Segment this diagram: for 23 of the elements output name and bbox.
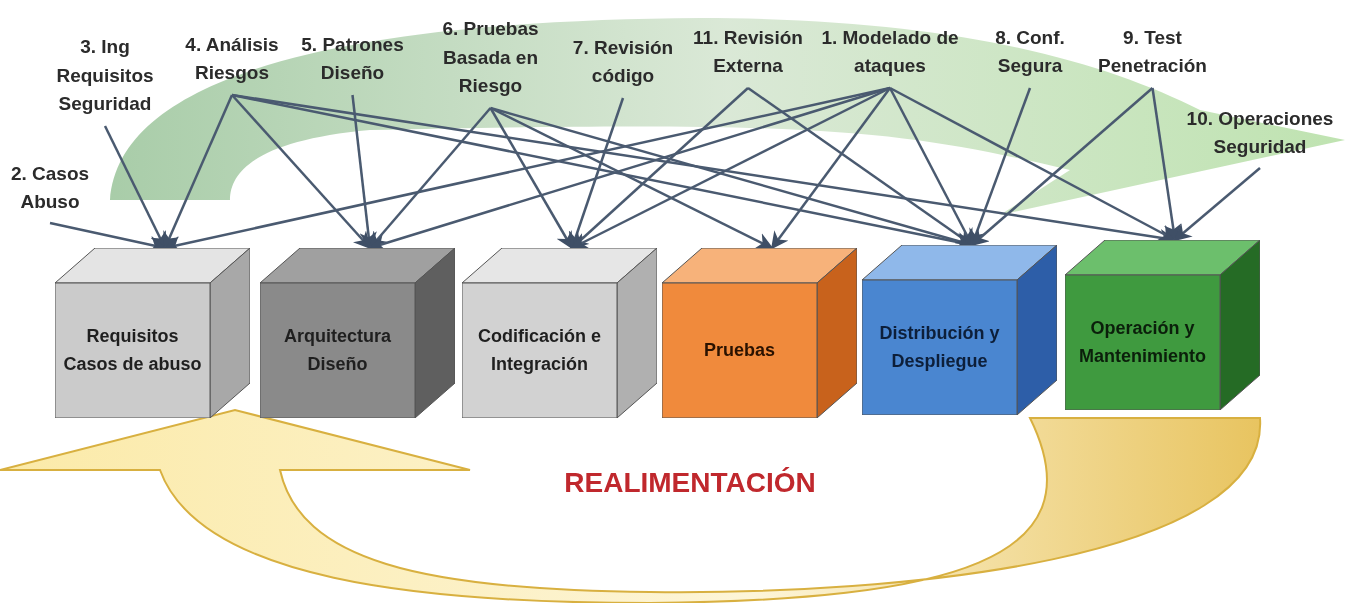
practice-label: 9. Test Penetración bbox=[1097, 25, 1208, 78]
feedback-label: REALIMENTACIÓN bbox=[564, 466, 816, 500]
arrow bbox=[231, 94, 372, 250]
practice-label: 2. Casos Abuso bbox=[9, 161, 91, 214]
practice-label: 4. Análisis Riesgos bbox=[184, 32, 280, 85]
stage-label: Operación y Mantenimiento bbox=[1078, 316, 1207, 368]
practice-label: 11. Revisión Externa bbox=[692, 25, 804, 78]
practice-label: 1. Modelado de ataques bbox=[820, 25, 960, 78]
practice-label: 10. Operaciones Seguridad bbox=[1185, 106, 1335, 159]
stage-label: Distribución y Despliegue bbox=[878, 321, 1001, 373]
arrow bbox=[1173, 167, 1261, 242]
practice-label: 6. Pruebas Basada en Riesgo bbox=[441, 17, 540, 99]
practice-label: 5. Patrones Diseño bbox=[300, 32, 405, 85]
stage-label: Pruebas bbox=[702, 338, 776, 362]
arrow bbox=[770, 87, 891, 250]
arrow bbox=[489, 107, 574, 250]
stage-label: Arquitectura Diseño bbox=[283, 324, 392, 376]
stage-label: Codificación e Integración bbox=[477, 324, 602, 376]
practice-label: 7. Revisión código bbox=[571, 35, 675, 88]
practice-label: 3. Ing Requisitos Seguridad bbox=[55, 35, 155, 117]
stage-label: Requisitos Casos de abuso bbox=[62, 324, 203, 376]
practice-label: 8. Conf. Segura bbox=[994, 25, 1066, 78]
arrow bbox=[163, 94, 234, 250]
